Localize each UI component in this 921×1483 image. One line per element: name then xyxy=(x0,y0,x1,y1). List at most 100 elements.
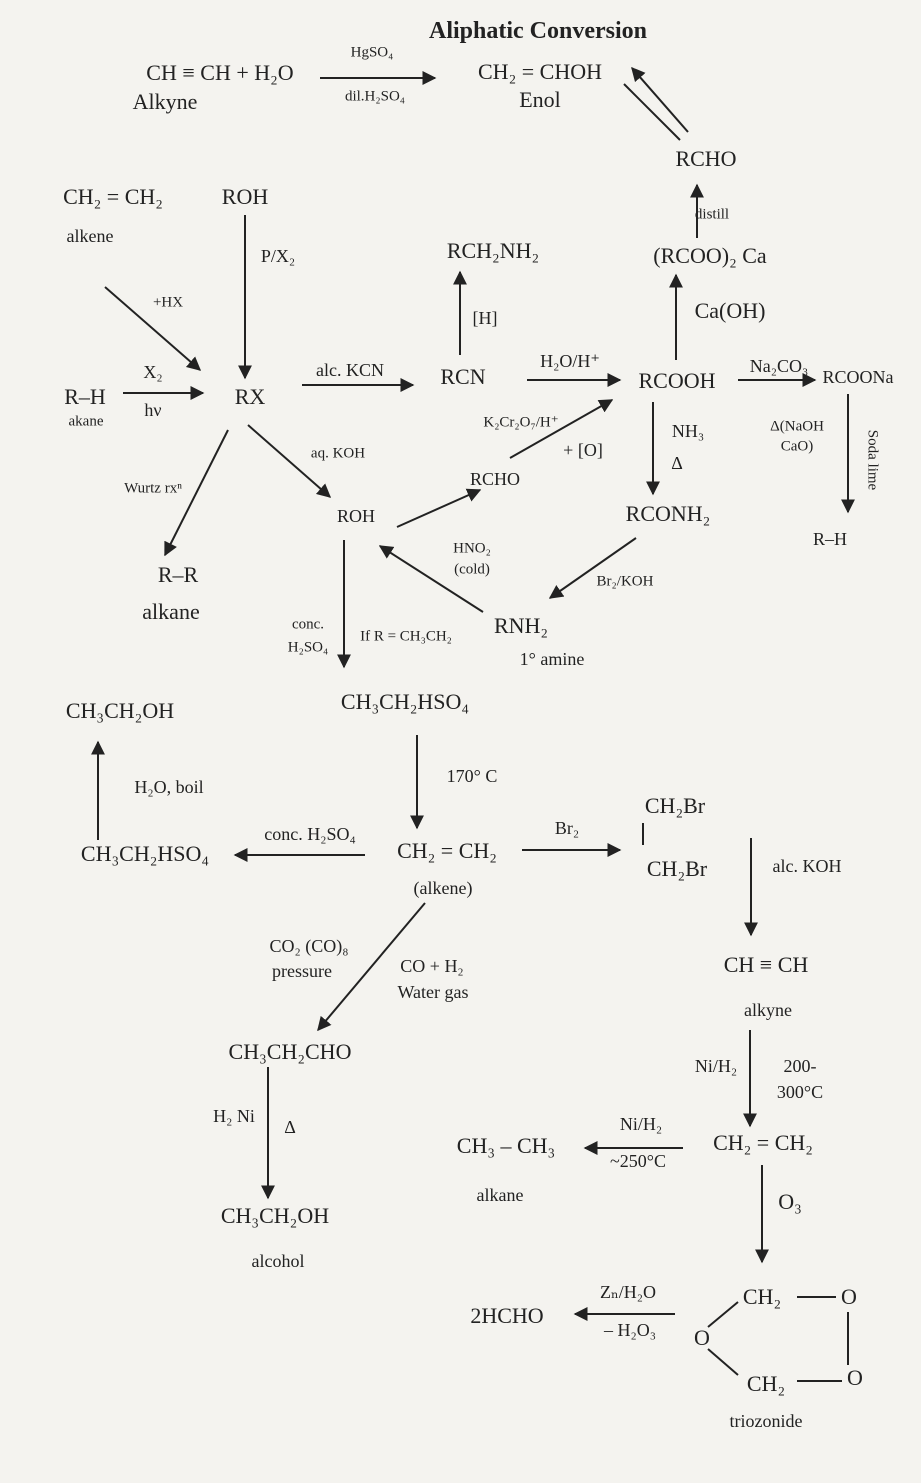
arrow-enol-to-rcho xyxy=(623,83,681,141)
ni-h2-reagent-2: Ni/H₂ xyxy=(619,1114,663,1134)
water-gas-label: Water gas xyxy=(397,982,469,1002)
propanal: CH₃CH₂CHO xyxy=(228,1039,352,1064)
rnh2: RNH₂ xyxy=(493,613,549,638)
acetylene: CH ≡ CH xyxy=(723,952,809,977)
h2so4-small-label: H₂SO₄ xyxy=(287,639,329,656)
alkyne-label: Alkyne xyxy=(132,89,198,114)
rx: RX xyxy=(234,384,266,409)
alkane-left-label: alkane xyxy=(142,599,200,624)
delta-heat-2: Δ xyxy=(284,1117,296,1137)
pressure-condition: pressure xyxy=(272,961,332,981)
propanol: CH₃CH₂OH xyxy=(220,1203,330,1228)
hgso4-reagent: HgSO₄ xyxy=(350,44,394,61)
hx-reagent: +HX xyxy=(152,294,184,311)
rcho-top: RCHO xyxy=(675,146,737,171)
ozonide-o-left: O xyxy=(694,1325,710,1350)
rr-product: R–R xyxy=(157,562,199,587)
arrow-rx-to-roh xyxy=(247,424,332,498)
temp-300: 300°C xyxy=(776,1082,824,1102)
rcoona: RCOONa xyxy=(822,367,894,387)
br2-koh-reagent: Br₂/KOH xyxy=(596,573,654,590)
enol-label: Enol xyxy=(519,87,561,112)
soda-lime-label: Soda lime xyxy=(864,429,881,491)
temp-170: 170° C xyxy=(446,766,498,786)
naoh-reagent: Δ(NaOH xyxy=(770,418,824,435)
ozonide-ch2-top: CH₂ xyxy=(742,1284,782,1309)
page-title: Aliphatic Conversion xyxy=(428,18,648,44)
minus-h2o3-reagent: – H₂O₃ xyxy=(603,1320,657,1340)
formaldehyde: 2HCHO xyxy=(470,1303,544,1328)
x2-reagent: X₂ xyxy=(143,362,163,382)
rcooh: RCOOH xyxy=(638,368,716,393)
enol-formula: CH₂ = CHOH xyxy=(478,59,602,84)
aq-koh-reagent: aq. KOH xyxy=(310,445,366,462)
oxidation-label: + [O] xyxy=(563,440,603,460)
px2-reagent: P/X₂ xyxy=(260,246,296,266)
co2co8-reagent: CO₂ (CO)₈ xyxy=(269,936,349,956)
ozonide-bond-lower-left xyxy=(707,1348,739,1376)
ethene-top: CH₂ = CH₂ xyxy=(63,184,163,209)
alkene-top-label: alkene xyxy=(66,226,114,246)
zn-h2o-reagent: Zₙ/H₂O xyxy=(599,1282,657,1302)
ethyl-hydrogen-sulfate-left: CH₃CH₂HSO₄ xyxy=(80,841,210,866)
hv-reagent: hν xyxy=(144,400,162,420)
alc-koh-reagent: alc. KOH xyxy=(772,856,842,876)
cao-reagent: CaO) xyxy=(780,438,814,455)
wurtz-reaction-label: Wurtz rxⁿ xyxy=(124,480,182,497)
h2o-h-reagent: H₂O/H⁺ xyxy=(540,351,600,371)
arrow-rcho-to-rcooh xyxy=(509,399,614,459)
h2o-boil-reagent: H₂O, boil xyxy=(134,777,204,797)
distill-label: distill xyxy=(694,206,730,223)
ethyl-hydrogen-sulfate-mid: CH₃CH₂HSO₄ xyxy=(340,689,470,714)
rconh2: RCONH₂ xyxy=(625,501,711,526)
ozonide-o-bottom-right: O xyxy=(847,1365,863,1390)
arrow-roh-to-rcho xyxy=(396,488,482,528)
arrow-ethene-to-propanal xyxy=(317,902,426,1032)
ozonide-o-top-right: O xyxy=(841,1284,857,1309)
rcn: RCN xyxy=(440,364,486,389)
ethene-lower: CH₂ = CH₂ xyxy=(713,1130,813,1155)
primary-amine-label: 1° amine xyxy=(519,649,585,669)
calcium-salt: (RCOO)₂ Ca xyxy=(653,243,767,268)
ethanol-top: CH₃CH₂OH xyxy=(65,698,175,723)
arrow-amine-to-roh xyxy=(378,545,484,613)
alkane-lower-label: alkane xyxy=(476,1185,524,1205)
rh-right: R–H xyxy=(812,529,848,549)
delta-heat: Δ xyxy=(671,453,683,473)
ethene-mid: CH₂ = CH₂ xyxy=(397,838,497,863)
arrow-rcho-to-enol xyxy=(631,66,689,133)
ozonide-ch2-bottom: CH₂ xyxy=(746,1371,786,1396)
akane-label: akane xyxy=(68,413,104,430)
roh-mid: ROH xyxy=(336,506,376,526)
k2cr2o7-reagent: K₂Cr₂O₇/H⁺ xyxy=(483,414,559,431)
ch2br-bottom: CH₂Br xyxy=(646,856,708,881)
temp-250: ~250°C xyxy=(610,1151,666,1171)
dil-h2so4-reagent: dil.H₂SO₄ xyxy=(344,88,406,105)
alc-kcn-reagent: alc. KCN xyxy=(316,360,384,380)
alkyne-lower-label: alkyne xyxy=(744,1000,792,1020)
alcohol-label: alcohol xyxy=(251,1251,305,1271)
alkyne-reaction-formula: CH ≡ CH + H₂O xyxy=(146,60,294,85)
arrow-rx-to-rr xyxy=(164,429,229,557)
caoh-reagent: Ca(OH) xyxy=(694,298,766,323)
nh3-reagent: NH₃ xyxy=(671,421,705,441)
na2co3-reagent: Na₂CO₃ xyxy=(749,356,809,376)
arrow-amide-to-amine xyxy=(548,537,637,599)
arrow-alkene-to-rx xyxy=(104,286,202,371)
alkene-paren-label: (alkene) xyxy=(413,878,473,898)
ni-h2-reagent-1: Ni/H₂ xyxy=(694,1056,738,1076)
conc-label: conc. xyxy=(291,616,325,633)
triozonide-label: triozonide xyxy=(729,1411,803,1431)
rcho-mid: RCHO xyxy=(469,469,521,489)
conc-h2so4-reagent: conc. H₂SO₄ xyxy=(264,824,356,844)
h-reduction: [H] xyxy=(472,308,498,328)
ethane: CH₃ – CH₃ xyxy=(456,1133,556,1158)
ozonide-bond-upper-left xyxy=(707,1301,739,1328)
cold-condition: (cold) xyxy=(454,561,490,578)
h2-ni-reagent: H₂ Ni xyxy=(213,1106,255,1126)
rh-left: R–H xyxy=(64,384,106,409)
temp-200: 200- xyxy=(783,1056,817,1076)
if-r-condition: If R = CH₃CH₂ xyxy=(360,628,452,645)
